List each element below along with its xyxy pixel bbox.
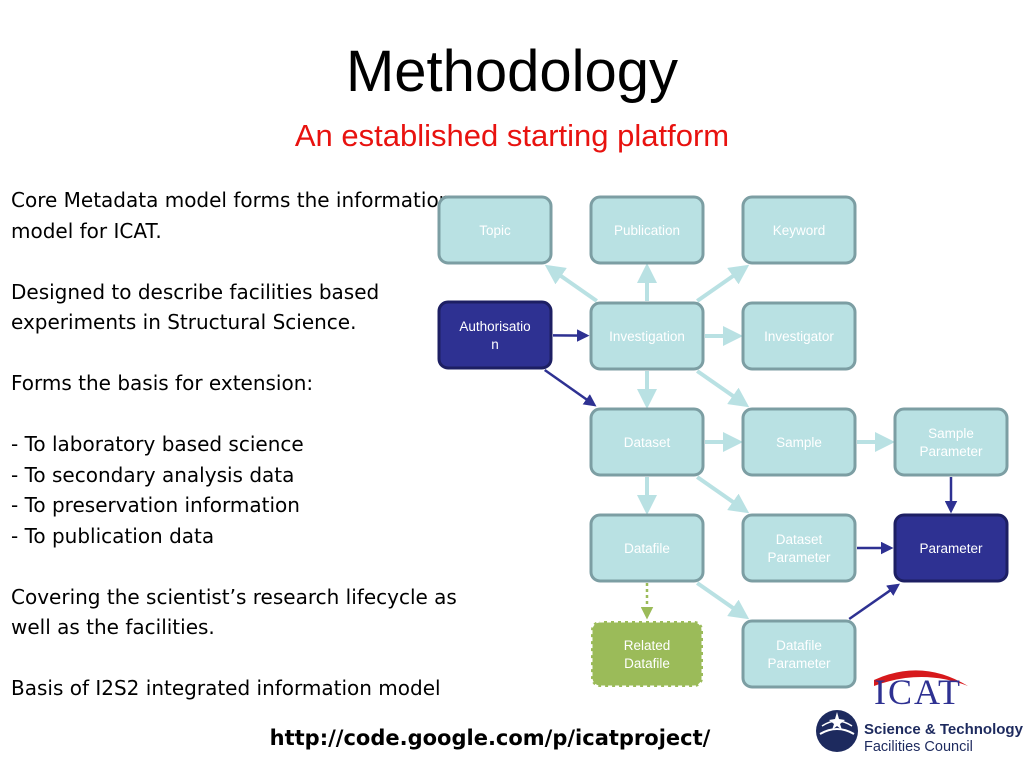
node-label: Datafile [624, 656, 670, 671]
edge-investigation-to-keyword [696, 264, 750, 303]
node-sample: Sample [741, 407, 857, 477]
extension-item: - To preservation information [11, 493, 300, 517]
node-box [893, 513, 1009, 583]
icat-wordmark: ICAT [874, 672, 962, 712]
edge-authorisation-to-dataset [544, 368, 597, 407]
node-label: Publication [614, 223, 680, 238]
node-label: Datafile [776, 638, 822, 653]
node-label: Dataset [776, 532, 823, 547]
node-box [893, 407, 1009, 477]
paragraph-core-metadata: Core Metadata model forms the informatio… [11, 188, 452, 243]
paragraph-extension-intro: Forms the basis for extension: [11, 371, 314, 395]
paragraph-lifecycle: Covering the scientist’s research lifecy… [11, 584, 457, 640]
node-investigator: Investigator [741, 301, 857, 371]
extension-item: - To publication data [11, 523, 215, 548]
node-label: Dataset [624, 435, 671, 450]
stfc-globe-icon [816, 710, 858, 752]
node-box [589, 195, 705, 265]
org-name-line2: Facilities Council [864, 739, 973, 755]
node-label: n [491, 337, 499, 352]
node-label: Sample [928, 426, 974, 441]
slide-subtitle: An established starting platform [294, 118, 730, 153]
node-label: Sample [776, 435, 822, 450]
node-label: Topic [479, 223, 511, 238]
node-box [589, 513, 705, 583]
node-publication: Publication [589, 195, 705, 265]
node-box [741, 513, 857, 583]
node-datafile: Datafile [589, 513, 705, 583]
node-box [741, 407, 857, 477]
org-name-line1: Science & Technology [864, 721, 1023, 738]
node-box [589, 619, 705, 689]
node-authorisation: Authorisatio n [437, 300, 553, 370]
node-label: Parameter [767, 656, 831, 671]
node-box [589, 407, 705, 477]
slide-title: Methodology [345, 39, 679, 104]
node-label: Authorisatio [459, 319, 530, 334]
extension-item: - To secondary analysis data [11, 462, 295, 487]
node-parameter: Parameter [893, 513, 1009, 583]
logo-swoosh-icon [874, 670, 968, 686]
node-keyword: Keyword [741, 195, 857, 265]
paragraph-i2s2: Basis of I2S2 integrated information mod… [11, 676, 441, 700]
edge-datafile-to-datafile-parameter [696, 581, 750, 620]
edge-datafile-parameter-to-parameter [848, 583, 900, 621]
node-label: Datafile [624, 541, 670, 556]
node-label: Parameter [767, 550, 831, 565]
node-box [741, 195, 857, 265]
paragraph-designed: Designed to describe facilities based ex… [11, 279, 380, 335]
node-label: Investigation [609, 329, 685, 344]
node-investigation: Investigation [589, 301, 705, 371]
edge-investigation-to-topic [544, 264, 598, 303]
node-label: Parameter [919, 541, 983, 556]
node-box [589, 301, 705, 371]
body-text: Core Metadata model forms the informatio… [11, 185, 481, 704]
node-box [741, 301, 857, 371]
extension-item: - To laboratory based science [11, 432, 304, 456]
node-box [437, 195, 553, 265]
node-label: Keyword [773, 223, 826, 238]
edges-layer [544, 263, 958, 621]
project-url-link[interactable]: http://code.google.com/p/icatproject/ [269, 726, 711, 750]
edge-investigation-to-sample [696, 369, 750, 408]
node-dataset: Dataset [589, 407, 705, 477]
node-box [437, 300, 553, 370]
icat-logo [816, 670, 968, 752]
edge-dataset-to-dataset-parameter [696, 475, 750, 514]
extension-list: - To laboratory based science - To secon… [11, 429, 481, 551]
node-label: Parameter [919, 444, 983, 459]
node-label: Related [624, 638, 671, 653]
node-label: Investigator [764, 329, 834, 344]
node-box [741, 619, 857, 689]
node-topic: Topic [437, 195, 553, 265]
